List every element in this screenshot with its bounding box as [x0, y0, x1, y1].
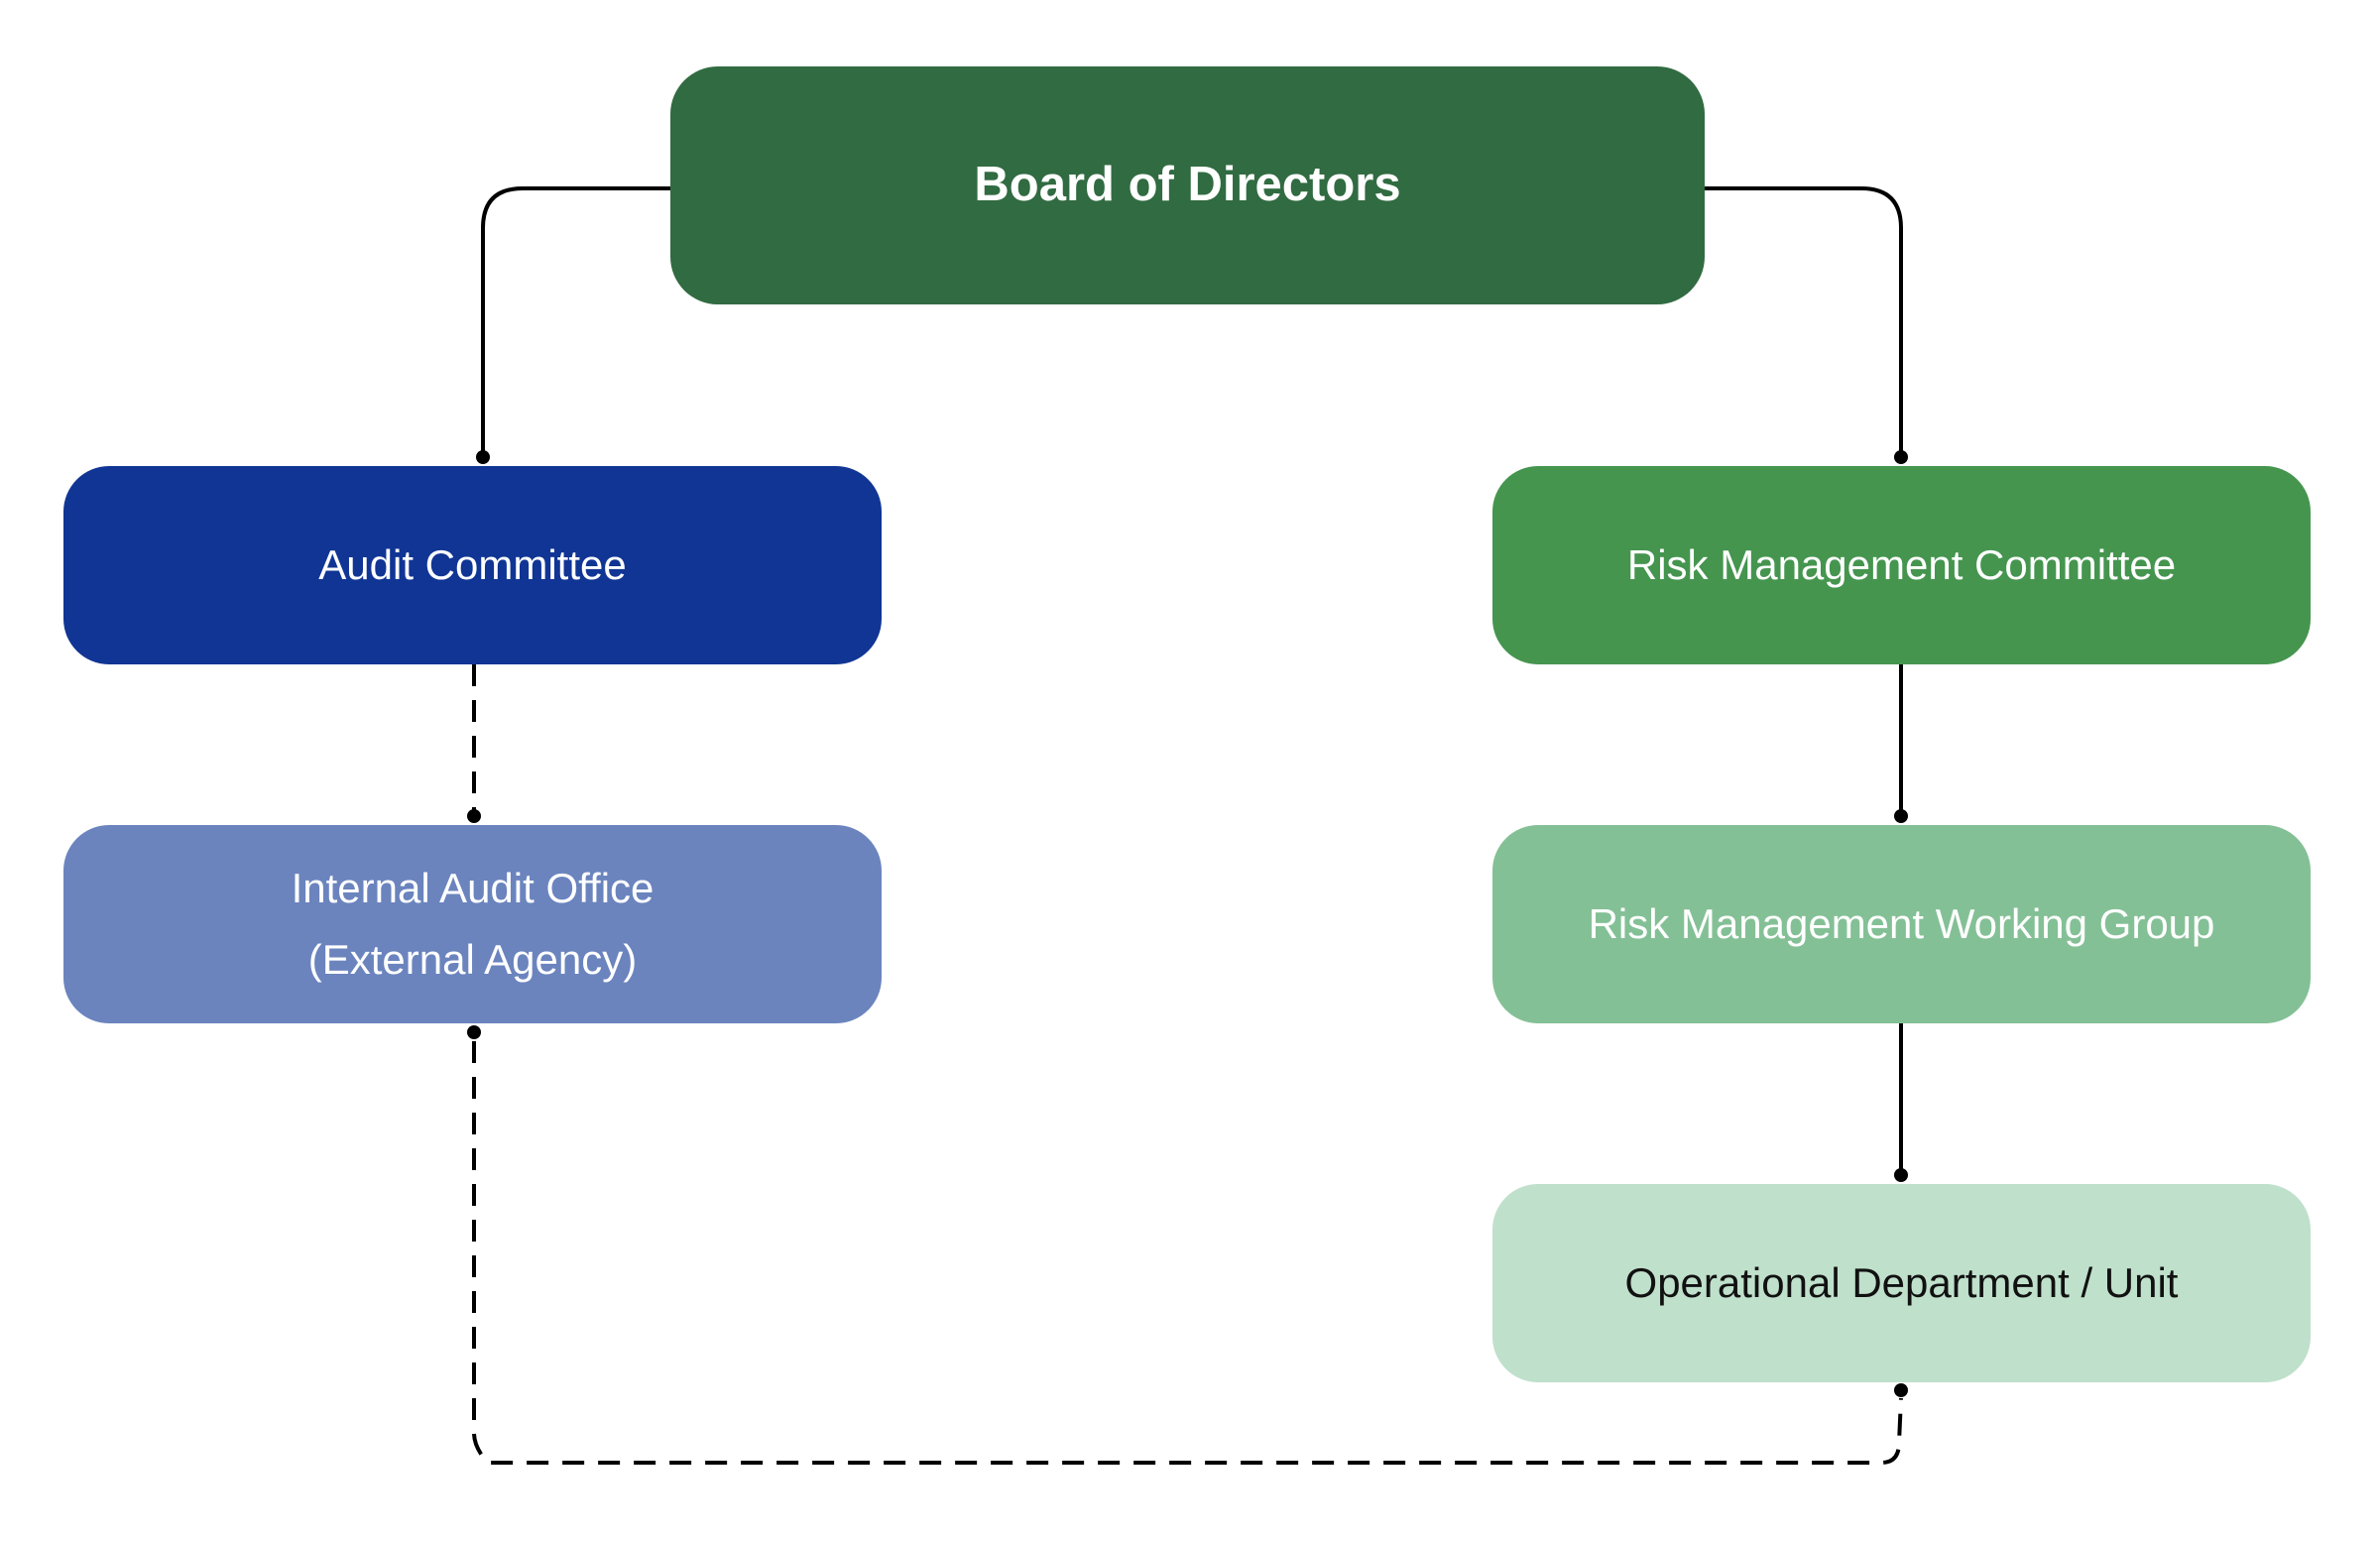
node-label-line1: Internal Audit Office [291, 864, 654, 911]
edge-endpoint-dot [1894, 1168, 1908, 1182]
edge-endpoint-dot [476, 450, 490, 464]
node-board-of-directors: Board of Directors [670, 66, 1705, 304]
edge-endpoint-dot [1894, 1383, 1908, 1397]
node-label: Risk Management Committee [1626, 541, 2177, 589]
edge-endpoint-dot [467, 809, 481, 823]
node-operational-department: Operational Department / Unit [1492, 1184, 2311, 1382]
node-risk-management-committee: Risk Management Committee [1492, 466, 2311, 664]
node-label: Operational Department / Unit [1624, 1259, 2179, 1307]
node-audit-committee: Audit Committee [63, 466, 882, 664]
edge-endpoint-dot [1894, 450, 1908, 464]
edge-internal-audit-to-operational [472, 1041, 1903, 1465]
node-internal-audit-office: Internal Audit Office (External Agency) [63, 825, 882, 1023]
edge-board-to-risk-committee [1705, 186, 1903, 456]
node-risk-management-working-group: Risk Management Working Group [1492, 825, 2311, 1023]
edge-endpoint-dot [1894, 809, 1908, 823]
node-label: Board of Directors [974, 158, 1401, 212]
node-label-line2: (External Agency) [307, 936, 638, 983]
edge-board-to-audit-committee [481, 186, 670, 456]
edge-endpoint-dot [467, 1025, 481, 1039]
node-label: Audit Committee [318, 541, 627, 589]
node-label: Risk Management Working Group [1588, 900, 2215, 948]
